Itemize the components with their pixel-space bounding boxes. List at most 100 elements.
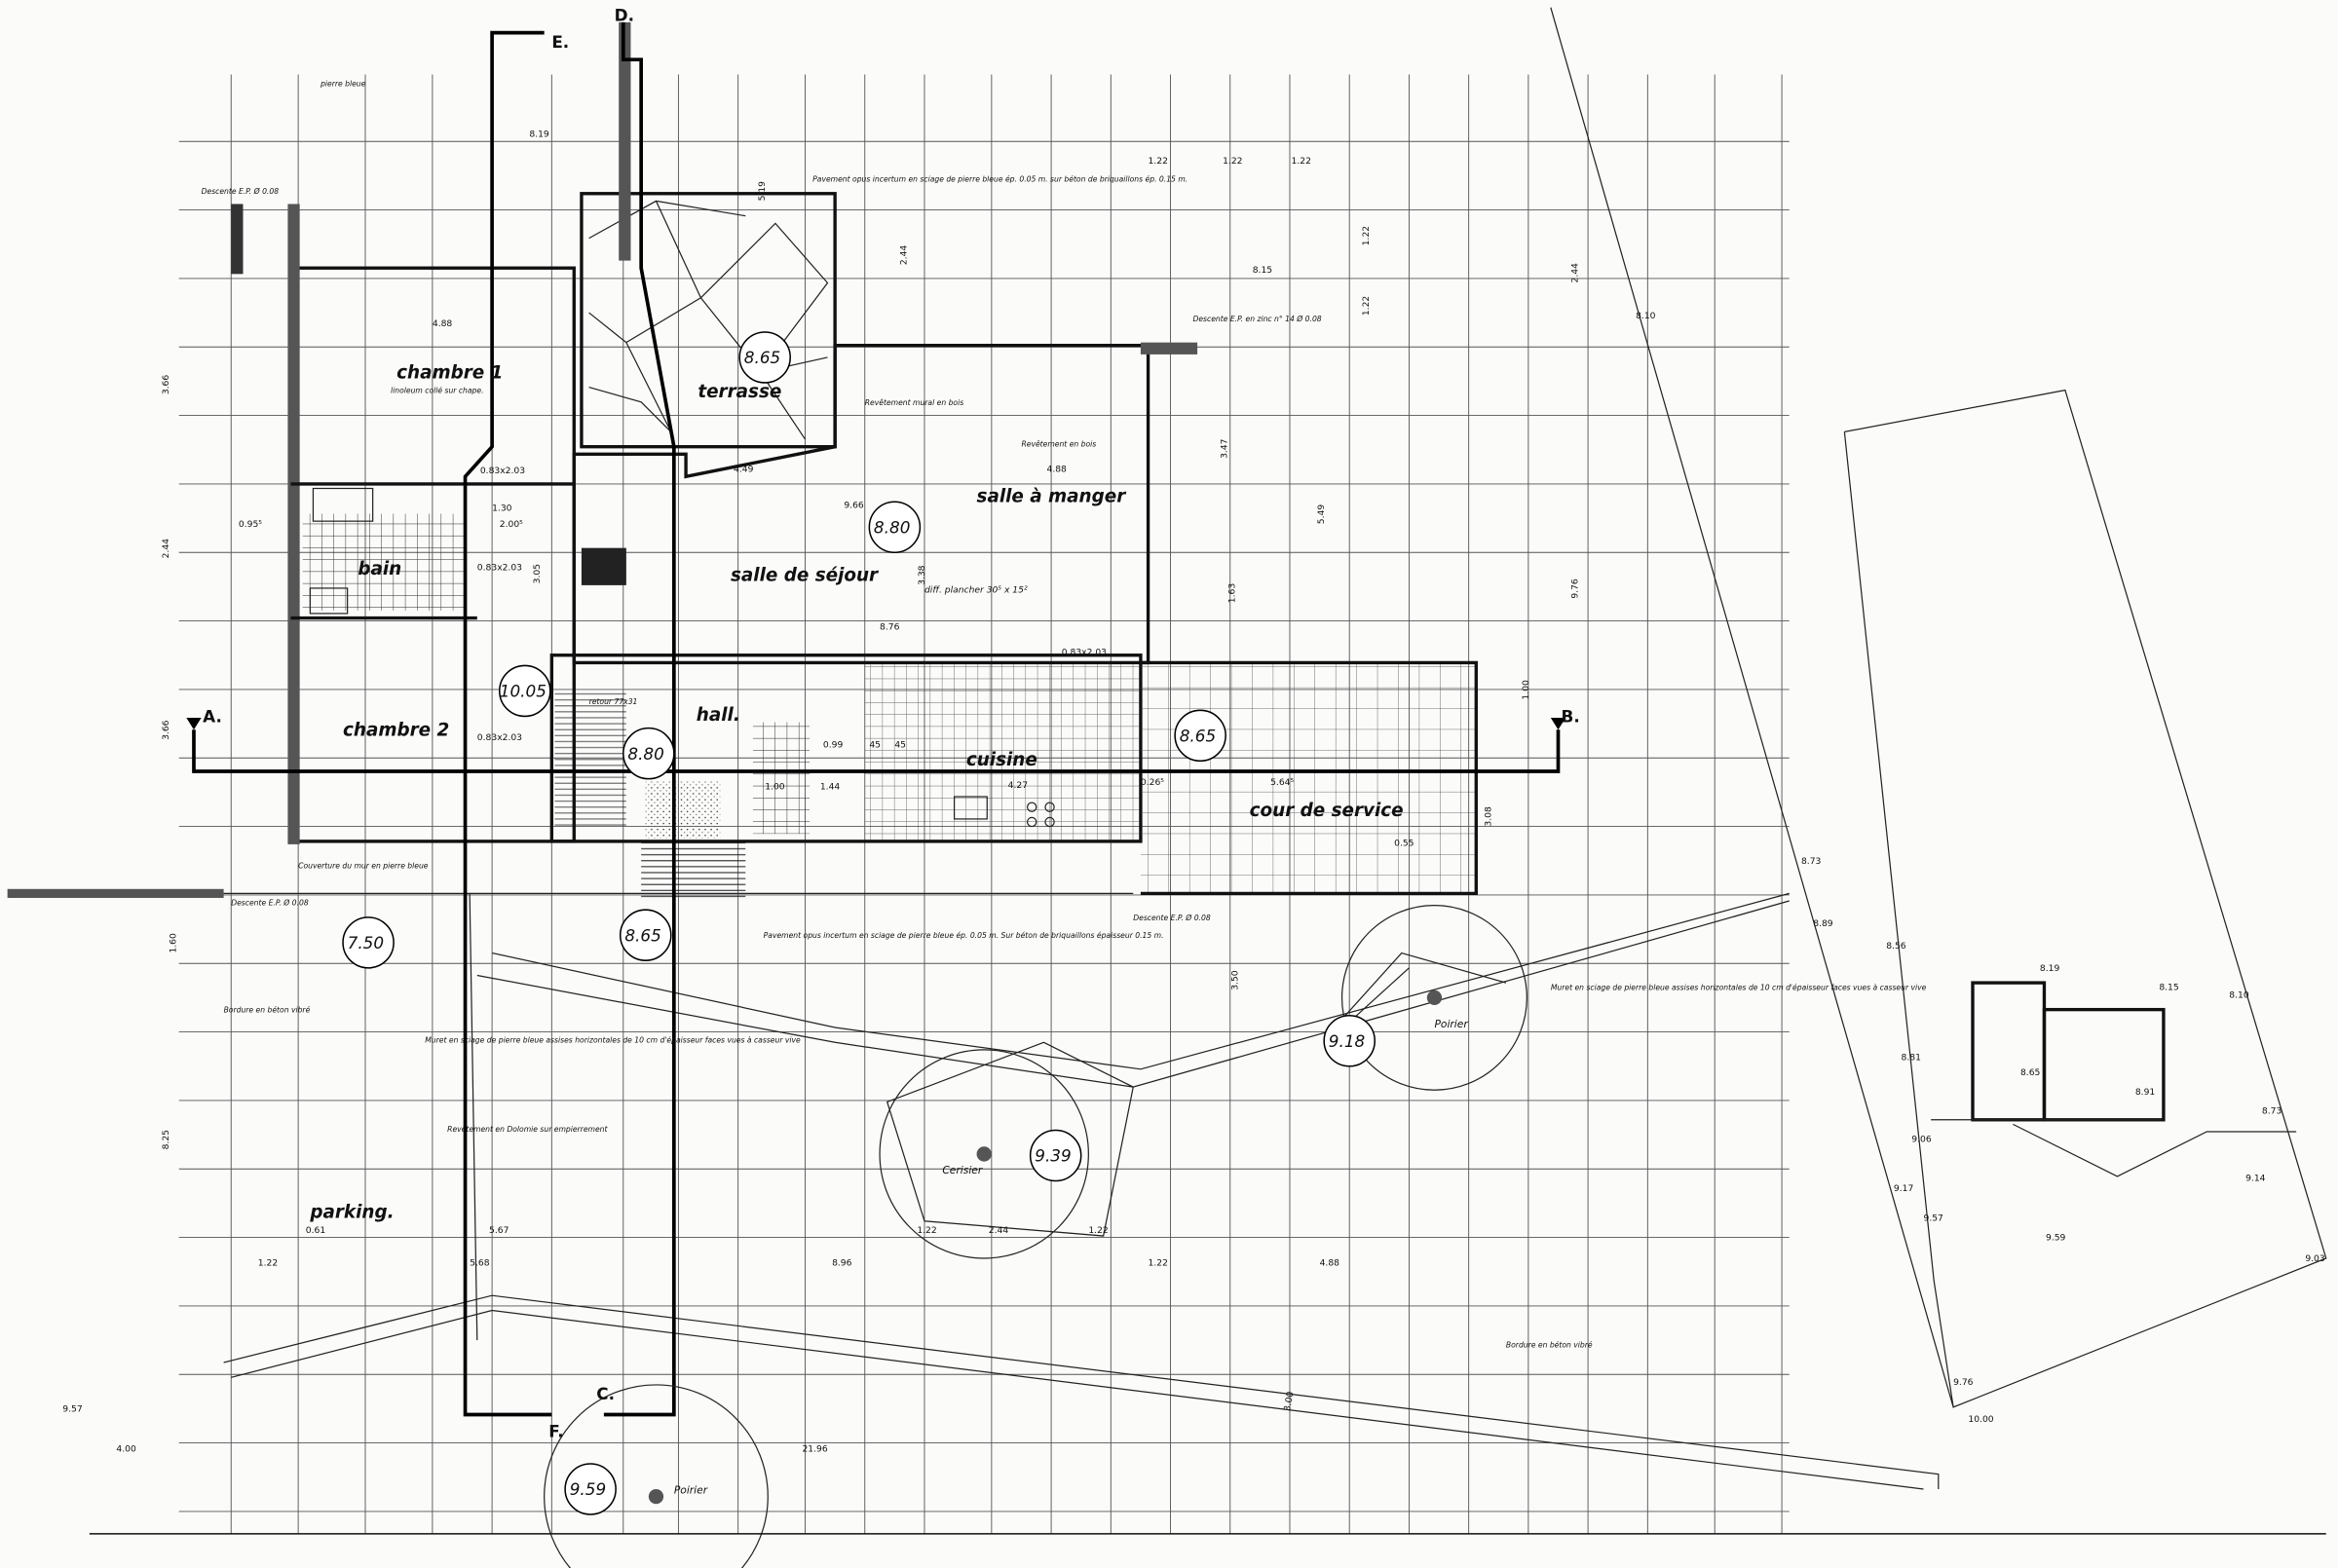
tree-poirier-canopy <box>1340 904 1527 1091</box>
dimension: 8.19 <box>529 130 549 140</box>
svg-text:7.50: 7.50 <box>348 933 384 952</box>
dimension: 4.00 <box>116 1444 136 1455</box>
site-level: 9.03 <box>2305 1253 2325 1264</box>
note: Couverture du mur en pierre bleue <box>298 861 429 870</box>
bath-tiles <box>302 513 468 611</box>
dimensions: 8.19 5.19 1.22 1.22 1.22 1.22 1.22 2.44 … <box>62 130 1833 1455</box>
svg-text:9.18: 9.18 <box>1329 1031 1365 1051</box>
sink <box>953 796 988 820</box>
dimension: 5.49 <box>1316 504 1327 525</box>
dimension: 8.10 <box>1636 311 1656 321</box>
note: Bordure en béton vibré <box>224 1006 311 1015</box>
note: Descente E.P. en zinc n° 14 Ø 0.08 <box>1192 315 1321 323</box>
west-wall <box>287 204 300 844</box>
note: Revêtement en bois <box>1021 440 1096 449</box>
room-label-sejour: salle de séjour <box>731 565 879 585</box>
dimension: 3.08 <box>1484 806 1494 827</box>
trees: Cerisier Poirier Poirier <box>544 904 1527 1568</box>
tree-icon <box>648 1488 664 1505</box>
dimension: 0.61 <box>306 1225 325 1236</box>
room-label-parking: parking. <box>309 1203 394 1223</box>
site-level: 8.56 <box>1886 941 1906 952</box>
site-level: 9.59 <box>2046 1233 2066 1244</box>
dimension: 1.22 <box>258 1258 278 1269</box>
note: Muret en sciage de pierre bleue assises … <box>1551 984 1927 992</box>
dimension: 1.60 <box>169 933 179 953</box>
dimension: 8.15 <box>1253 265 1273 276</box>
dimension: 1.22 <box>1361 226 1372 245</box>
dimension: 8.89 <box>1813 918 1833 929</box>
living-area <box>572 342 1198 665</box>
site-level: 9.76 <box>1953 1377 1974 1388</box>
site-level: 8.91 <box>2135 1087 2155 1098</box>
section-label-e: E. <box>551 32 569 52</box>
site-level: 9.14 <box>2245 1173 2266 1183</box>
note: Descente E.P. Ø 0.08 <box>202 187 280 196</box>
site-plan-inset: 8.198.158.108.818.658.919.069.179.579.59… <box>1550 7 2327 1425</box>
note: Pavement opus incertum en sciage de pier… <box>812 175 1188 184</box>
dimension: 1.30 <box>492 503 512 513</box>
svg-text:8.65: 8.65 <box>624 925 660 945</box>
level-marker: 10.05 <box>498 664 551 718</box>
site-level: 8.10 <box>2229 989 2249 1000</box>
note: Pavement opus incertum en sciage de pier… <box>764 931 1164 940</box>
dimension: 1.22 <box>1223 156 1242 167</box>
section-label-c: C. <box>596 1384 615 1403</box>
section-line-a-b <box>192 729 1561 773</box>
level-marker: 8.80 <box>868 501 922 554</box>
note: retour 77x31 <box>589 697 638 706</box>
dimension: 2.44 <box>161 539 171 559</box>
annotations: pierre bleue Descente E.P. Ø 0.08 Descen… <box>202 80 1927 1350</box>
level-marker: 8.65 <box>1174 709 1226 763</box>
svg-text:8.80: 8.80 <box>627 744 663 764</box>
dimension: 3.50 <box>1229 970 1240 990</box>
dimension: 0.83x2.03 <box>477 563 522 574</box>
section-label-a: A. <box>203 707 222 727</box>
section-line-d-c <box>603 21 676 1417</box>
terrace-stones <box>588 200 829 440</box>
section-label-b: B. <box>1562 707 1580 727</box>
dimension: 8.76 <box>880 622 900 633</box>
room-label-cuisine: cuisine <box>966 750 1037 770</box>
note: Descente E.P. Ø 0.08 <box>1133 914 1211 922</box>
site-level: 9.17 <box>1894 1183 1914 1194</box>
svg-text:8.80: 8.80 <box>874 517 910 537</box>
dimension: 5.68 <box>470 1258 490 1269</box>
dimension: 3.66 <box>161 720 171 740</box>
dimension: 4.49 <box>734 465 754 475</box>
dimension: 5.64⁵ <box>1270 777 1294 788</box>
bathtub <box>312 487 374 522</box>
tree-label: Poirier <box>674 1484 708 1497</box>
room-label-terrasse: terrasse <box>698 382 781 402</box>
dimension: 9.76 <box>1569 579 1580 599</box>
site-level: 8.15 <box>2159 983 2179 993</box>
wall-stub <box>231 204 244 275</box>
note: Descente E.P. Ø 0.08 <box>231 899 309 908</box>
dimension: 8.25 <box>161 1130 171 1150</box>
dimension: 4.88 <box>1320 1258 1340 1269</box>
site-level: 8.65 <box>2020 1067 2041 1078</box>
dimension: 4.88 <box>433 318 453 329</box>
dimension: 1.22 <box>1149 1258 1168 1269</box>
dimension: 21.96 <box>802 1444 827 1455</box>
tree-cerisier-canopy <box>879 1049 1089 1259</box>
entrance-steps <box>641 840 746 902</box>
room-labels: chambre 1 linoleum collé sur chape. cham… <box>309 362 1403 1222</box>
level-marker: 9.18 <box>1323 1014 1376 1067</box>
dimension: 9.57 <box>62 1403 83 1414</box>
dimension: 45 <box>869 740 881 751</box>
dimension: 0.83x2.03 <box>480 466 525 476</box>
section-label-d: D. <box>615 5 634 24</box>
level-marker: 8.65 <box>738 331 791 384</box>
level-marker: 9.39 <box>1029 1129 1082 1182</box>
boundary-wall <box>7 888 224 898</box>
dimension: 0.83x2.03 <box>1062 648 1107 658</box>
section-lines <box>186 21 1566 1417</box>
room-label-bain: bain <box>358 559 401 579</box>
level-marker: 7.50 <box>342 916 395 969</box>
section-labels: A. B. C. D. E. F. <box>203 5 1580 1440</box>
room-label-cour-de-service: cour de service <box>1250 801 1404 821</box>
svg-text:10.05: 10.05 <box>500 682 547 701</box>
service-yard <box>1140 660 1478 896</box>
